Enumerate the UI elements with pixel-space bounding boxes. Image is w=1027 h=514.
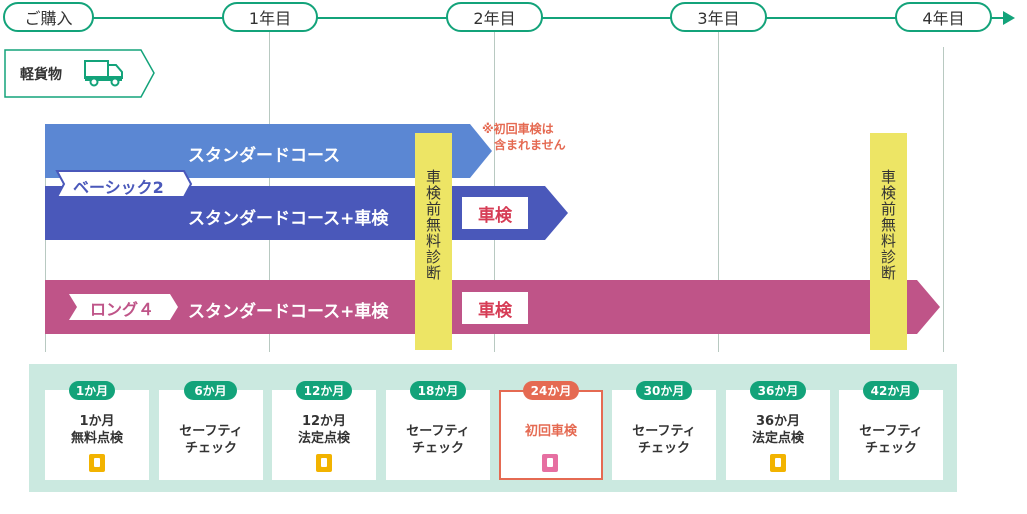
- note-line: ※初回車検は: [482, 122, 554, 136]
- document-icon: [542, 454, 558, 472]
- schedule-card: [159, 390, 263, 480]
- card-text: セーフティ チェック: [612, 423, 716, 457]
- document-icon: [89, 454, 105, 472]
- year-label: 1年目: [248, 9, 292, 28]
- schedule-card: [386, 390, 490, 480]
- month-label: 1か月: [69, 381, 115, 400]
- basic2-tag-label: ベーシック2: [73, 178, 164, 197]
- card-line: 1か月: [79, 414, 115, 429]
- guide-line: [943, 47, 944, 352]
- card-line: 36か月: [755, 414, 801, 429]
- card-text: 1か月 無料点検: [45, 413, 149, 447]
- card-line: チェック: [864, 441, 917, 456]
- purchase-label: ご購入: [24, 9, 73, 28]
- month-label: 6か月: [184, 381, 237, 400]
- month-label: 36か月: [750, 381, 806, 400]
- long4-tag-label: ロング４: [90, 300, 155, 319]
- card-text: 12か月 法定点検: [272, 413, 376, 447]
- card-text: セーフティ チェック: [159, 423, 263, 457]
- card-text: セーフティ チェック: [386, 423, 490, 457]
- card-line: セーフティ: [632, 424, 696, 439]
- card-line: チェック: [637, 441, 690, 456]
- vehicle-label: 軽貨物: [20, 67, 62, 83]
- card-line: セーフティ: [406, 424, 470, 439]
- timeline-arrow-icon: [1003, 11, 1015, 25]
- long4-course-label: スタンダードコース+車検: [188, 302, 389, 322]
- month-label: 42か月: [863, 381, 919, 400]
- truck-icon: [84, 60, 123, 87]
- card-line: 無料点検: [70, 431, 123, 446]
- card-line: チェック: [411, 441, 464, 456]
- shaken-badge: 車検: [462, 197, 528, 229]
- timeline-year-3: 3年目: [670, 2, 767, 32]
- card-line: チェック: [184, 441, 237, 456]
- basic2-tag-shape: [55, 170, 193, 198]
- timeline-year-1: 1年目: [222, 2, 318, 32]
- document-icon: [316, 454, 332, 472]
- year-label: 3年目: [697, 9, 740, 28]
- guide-line: [718, 32, 719, 352]
- pre-inspection-label: 車検前無料診断: [424, 169, 442, 281]
- note-line: 含まれません: [494, 138, 566, 152]
- month-label: 30か月: [636, 381, 692, 400]
- standard-course-label: スタンダードコース: [188, 146, 341, 166]
- month-label: 18か月: [410, 381, 466, 400]
- document-icon: [770, 454, 786, 472]
- card-line: 法定点検: [751, 431, 804, 446]
- card-text: セーフティ チェック: [839, 423, 943, 457]
- standard-course-bar: [45, 124, 492, 178]
- schedule-card: [839, 390, 943, 480]
- pre-inspection-column: 車検前無料診断: [415, 133, 452, 350]
- first-inspection-note: ※初回車検は 含まれません: [482, 121, 566, 153]
- pre-inspection-label: 車検前無料診断: [879, 169, 897, 281]
- timeline-year-4: 4年目: [895, 2, 992, 32]
- month-label: 12か月: [296, 381, 352, 400]
- year-label: 2年目: [473, 9, 516, 28]
- basic2-course-label: スタンダードコース+車検: [188, 209, 389, 229]
- card-line: セーフティ: [859, 424, 923, 439]
- card-text: 36か月 法定点検: [726, 413, 830, 447]
- card-line: 12か月: [301, 414, 347, 429]
- pre-inspection-column: 車検前無料診断: [870, 133, 907, 350]
- timeline-year-2: 2年目: [446, 2, 543, 32]
- long4-tag-shape: [69, 294, 178, 320]
- shaken-badge: 車検: [462, 292, 528, 324]
- card-line: セーフティ: [179, 424, 243, 439]
- vehicle-type-tag: [4, 49, 155, 98]
- timeline-purchase: ご購入: [3, 2, 94, 32]
- schedule-card: [612, 390, 716, 480]
- card-line: 初回車検: [524, 424, 577, 439]
- card-text-highlighted: 初回車検: [499, 423, 603, 440]
- month-label-highlighted: 24か月: [523, 381, 579, 400]
- card-line: 法定点検: [297, 431, 350, 446]
- year-label: 4年目: [922, 9, 965, 28]
